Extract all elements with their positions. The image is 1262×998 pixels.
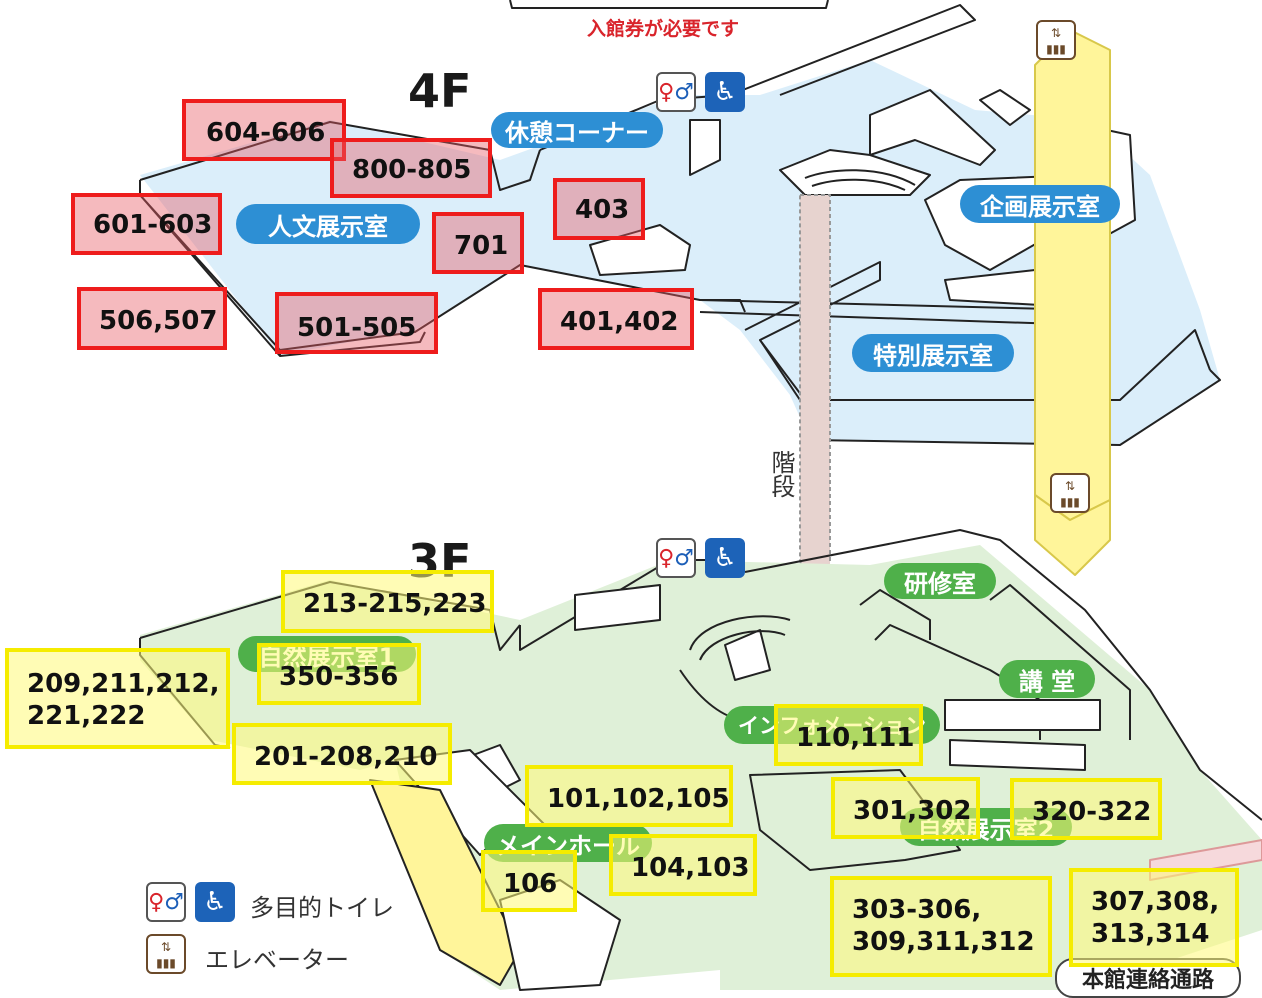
annotation-box-red: 701 <box>432 212 524 274</box>
ticket-notice: 入館券が必要です <box>587 18 740 40</box>
stairs-label: 階段 <box>767 450 795 498</box>
room-humanities: 人文展示室 <box>236 204 420 244</box>
room-auditorium: 講 堂 <box>999 660 1095 698</box>
annotation-box-yellow: 301,302 <box>831 777 980 839</box>
annotation-box-red: 501-505 <box>275 292 438 354</box>
wheelchair-icon: ♿ <box>705 538 745 578</box>
legend-elevator-text: エレベーター <box>205 946 349 974</box>
elevator-icon: ⇅▮▮▮ <box>1050 473 1090 513</box>
annotation-box-yellow: 213-215,223 <box>281 570 494 633</box>
annotation-box-red: 601-603 <box>71 193 222 255</box>
annotation-box-red: 604-606 <box>182 99 346 161</box>
toilet-icon: ♀♂ <box>656 72 696 112</box>
annotation-box-yellow: 101,102,105 <box>525 765 733 827</box>
annotation-box-red: 506,507 <box>77 287 227 350</box>
annotation-box-red: 403 <box>553 178 645 240</box>
elevator-icon: ⇅▮▮▮ <box>1036 20 1076 60</box>
annotation-box-red: 401,402 <box>538 288 694 350</box>
legend-elevator-icon: ⇅▮▮▮ <box>146 934 186 974</box>
annotation-box-yellow: 303-306, 309,311,312 <box>830 876 1052 977</box>
toilet-icon: ♀♂ <box>656 538 696 578</box>
annotation-box-yellow: 320-322 <box>1010 778 1162 840</box>
annotation-box-yellow: 104,103 <box>609 834 757 896</box>
room-planning: 企画展示室 <box>960 185 1120 223</box>
floor-4f-label: 4F <box>408 64 472 118</box>
annotation-box-red: 800-805 <box>330 138 492 198</box>
annotation-box-yellow: 201-208,210 <box>232 723 452 785</box>
legend-toilet-text: 多目的トイレ <box>250 894 394 922</box>
legend-wheelchair-icon: ♿ <box>195 882 235 922</box>
room-training: 研修室 <box>884 563 996 599</box>
annotation-box-yellow: 110,111 <box>774 704 923 766</box>
room-special: 特別展示室 <box>852 334 1014 372</box>
room-lounge: 休憩コーナー <box>491 112 663 148</box>
annotation-box-yellow: 209,211,212, 221,222 <box>5 648 230 749</box>
annotation-box-yellow: 106 <box>481 850 577 912</box>
annotation-box-yellow: 307,308, 313,314 <box>1069 868 1239 967</box>
annotation-box-yellow: 350-356 <box>257 643 421 705</box>
wheelchair-icon: ♿ <box>705 72 745 112</box>
legend-toilet-icon: ♀♂ <box>146 882 186 922</box>
